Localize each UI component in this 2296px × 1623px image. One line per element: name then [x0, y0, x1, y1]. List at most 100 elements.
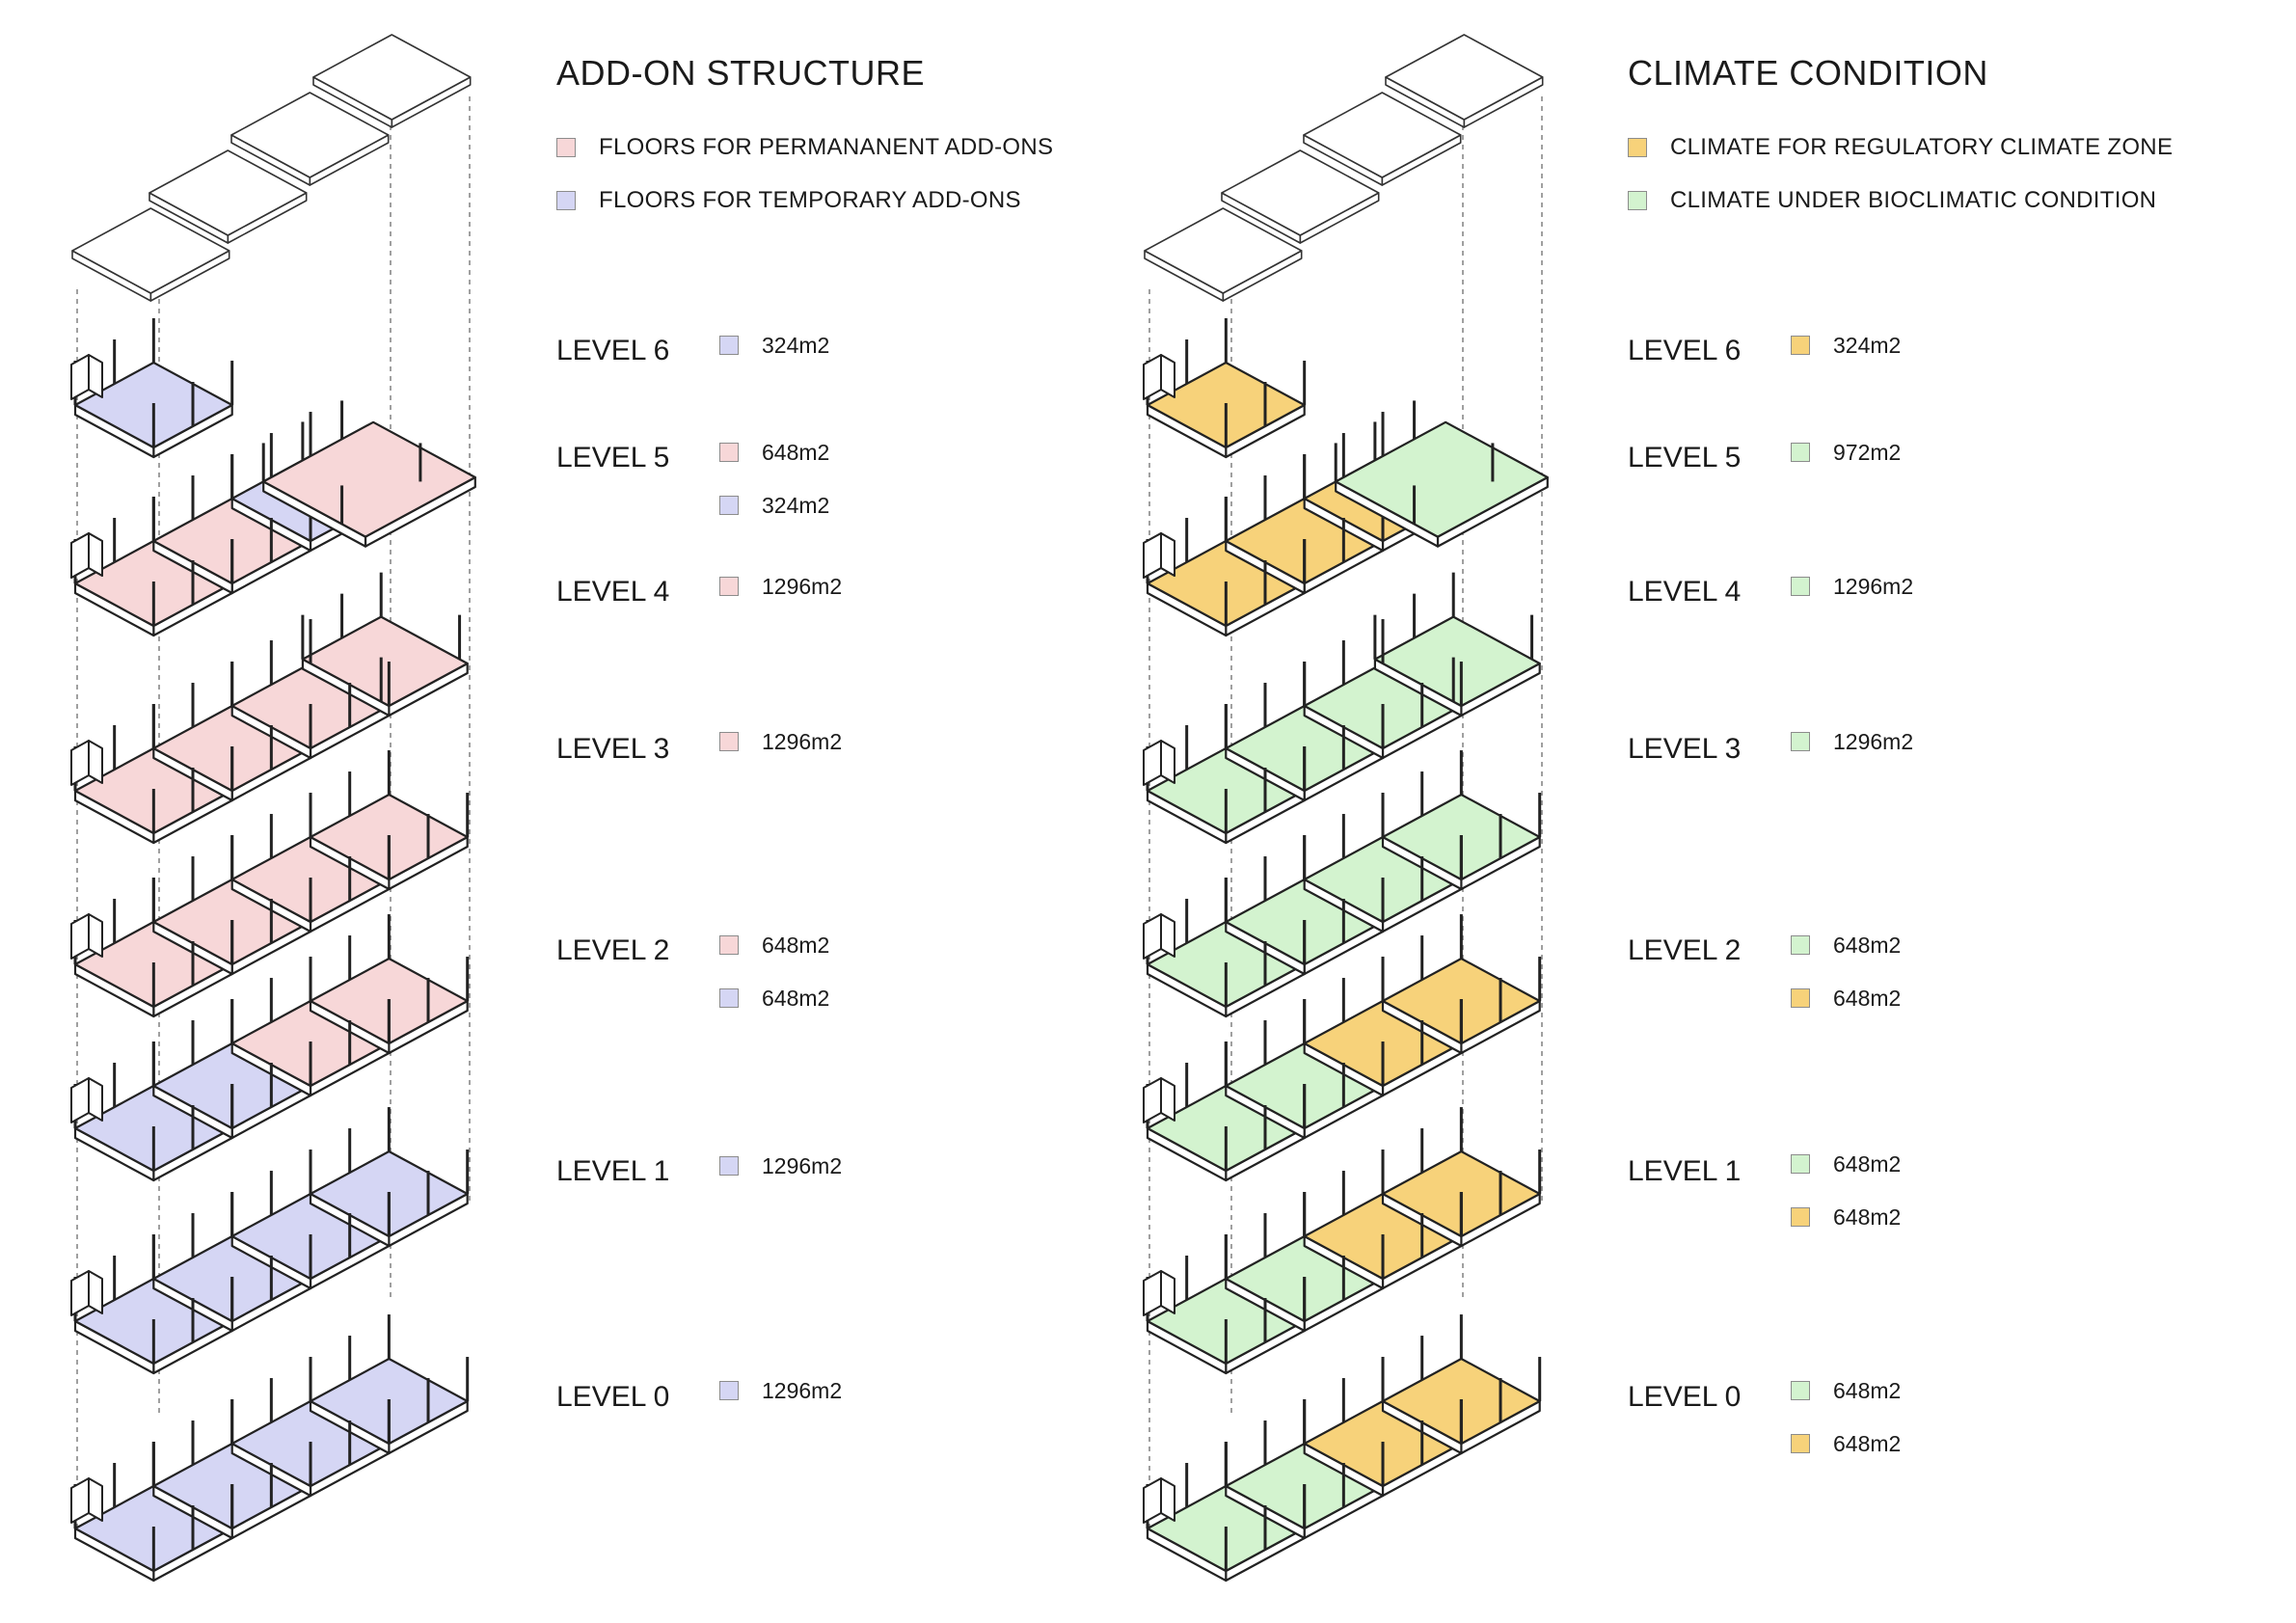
area-value: 1296m2 — [1833, 573, 1914, 599]
stair-core — [88, 1077, 103, 1122]
panel-title: CLIMATE CONDITION — [1628, 53, 1988, 93]
area-entry: 648m2 — [719, 984, 829, 1013]
level-label: LEVEL 3 — [556, 733, 670, 765]
area-swatch — [1791, 1381, 1810, 1400]
stair-core — [88, 913, 103, 958]
area-entry: 648m2 — [1791, 984, 1901, 1013]
level-label: LEVEL 5 — [556, 442, 670, 473]
level-label: LEVEL 4 — [1628, 576, 1742, 608]
area-value: 648m2 — [762, 932, 830, 958]
legend-item-regulatory: CLIMATE FOR REGULATORY CLIMATE ZONE — [1628, 133, 2173, 162]
area-entry: 1296m2 — [719, 1376, 842, 1405]
area-entry: 648m2 — [719, 931, 829, 960]
area-value: 1296m2 — [762, 1152, 843, 1178]
area-swatch — [719, 1381, 739, 1400]
add-on-structure-panel: ADD-ON STRUCTURE FLOORS FOR PERMANANENT … — [70, 34, 1053, 1582]
stair-core — [1160, 1270, 1175, 1314]
area-swatch — [719, 935, 739, 955]
stair-core — [1160, 354, 1175, 398]
stair-core — [1160, 740, 1175, 784]
area-swatch — [1791, 336, 1810, 355]
level-label: LEVEL 4 — [556, 576, 670, 608]
roof-plate — [1385, 34, 1544, 121]
area-swatch — [1791, 1207, 1810, 1227]
area-value: 648m2 — [1833, 1377, 1902, 1403]
level-label: LEVEL 0 — [556, 1381, 670, 1413]
area-entry: 972m2 — [1791, 438, 1901, 467]
legend-swatch — [556, 191, 576, 210]
area-value: 648m2 — [1833, 1204, 1902, 1230]
area-value: 972m2 — [1833, 439, 1902, 465]
stair-core — [88, 532, 103, 577]
legend-item-temporary: FLOORS FOR TEMPORARY ADD-ONS — [556, 186, 1021, 215]
area-value: 1296m2 — [1833, 728, 1914, 754]
stair-core — [1160, 1077, 1175, 1122]
level-label: LEVEL 5 — [1628, 442, 1742, 473]
area-entry: 1296m2 — [1791, 727, 1913, 756]
area-swatch — [719, 496, 739, 515]
stair-core — [88, 1270, 103, 1314]
stair-core — [1160, 1477, 1175, 1522]
legend-swatch — [556, 138, 576, 157]
legend-item-permanent: FLOORS FOR PERMANANENT ADD-ONS — [556, 133, 1053, 162]
stair-core — [88, 354, 103, 398]
level-label: LEVEL 1 — [556, 1155, 670, 1187]
floor-plate — [262, 420, 476, 538]
area-value: 648m2 — [1833, 1430, 1902, 1456]
area-entry: 648m2 — [1791, 931, 1901, 960]
climate-condition-isometric-diagram — [1143, 34, 1549, 1582]
area-swatch — [1791, 577, 1810, 596]
floor-plate — [301, 615, 469, 708]
area-value: 1296m2 — [762, 573, 843, 599]
area-value: 648m2 — [1833, 1150, 1902, 1177]
roof-plate — [71, 207, 230, 294]
area-entry: 648m2 — [1791, 1150, 1901, 1178]
panel-title: ADD-ON STRUCTURE — [556, 53, 925, 93]
legend-swatch — [1628, 191, 1647, 210]
floor-plate — [1373, 615, 1541, 708]
roof-plate — [230, 92, 390, 178]
level-label: LEVEL 2 — [1628, 934, 1742, 966]
area-value: 1296m2 — [762, 728, 843, 754]
legend-item-bioclimatic: CLIMATE UNDER BIOCLIMATIC CONDITION — [1628, 186, 2156, 215]
area-entry: 648m2 — [1791, 1203, 1901, 1231]
level-label: LEVEL 0 — [1628, 1381, 1742, 1413]
level-label: LEVEL 2 — [556, 934, 670, 966]
roof-plate — [312, 34, 472, 121]
level-label: LEVEL 3 — [1628, 733, 1742, 765]
area-entry: 1296m2 — [719, 727, 842, 756]
area-swatch — [719, 1156, 739, 1176]
area-entry: 1296m2 — [719, 1151, 842, 1180]
roof-plate — [1221, 149, 1380, 236]
area-swatch — [719, 732, 739, 751]
stair-core — [1160, 913, 1175, 958]
roof-plate — [1144, 207, 1303, 294]
legend-label: FLOORS FOR TEMPORARY ADD-ONS — [599, 187, 1021, 213]
area-value: 648m2 — [762, 439, 830, 465]
area-swatch — [719, 988, 739, 1008]
area-entry: 648m2 — [1791, 1429, 1901, 1458]
stair-core — [88, 740, 103, 784]
area-swatch — [1791, 1154, 1810, 1174]
level-label: LEVEL 6 — [556, 335, 670, 366]
roof-plate — [149, 149, 308, 236]
area-entry: 648m2 — [1791, 1376, 1901, 1405]
area-entry: 324m2 — [719, 491, 829, 520]
legend-swatch — [1628, 138, 1647, 157]
area-entry: 1296m2 — [719, 572, 842, 601]
area-value: 324m2 — [1833, 332, 1902, 358]
climate-condition-panel: CLIMATE CONDITION CLIMATE FOR REGULATORY… — [1072, 0, 2220, 1623]
roof-plate — [1303, 92, 1462, 178]
area-entry: 648m2 — [719, 438, 829, 467]
area-swatch — [1791, 988, 1810, 1008]
area-entry: 1296m2 — [1791, 572, 1913, 601]
area-swatch — [719, 577, 739, 596]
area-swatch — [1791, 732, 1810, 751]
area-entry: 324m2 — [1791, 331, 1901, 360]
area-swatch — [1791, 1434, 1810, 1453]
level-label: LEVEL 1 — [1628, 1155, 1742, 1187]
area-value: 324m2 — [762, 492, 830, 518]
stair-core — [1160, 532, 1175, 577]
legend-label: CLIMATE FOR REGULATORY CLIMATE ZONE — [1670, 134, 2174, 160]
floor-plate — [1335, 420, 1549, 538]
